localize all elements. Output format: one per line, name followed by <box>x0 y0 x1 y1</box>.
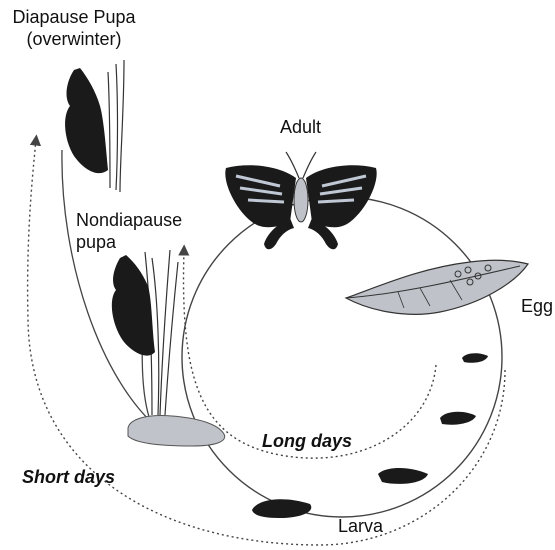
long-days-label: Long days <box>262 430 352 452</box>
nondiapause-pupa-icon <box>112 255 155 356</box>
nondiapause-pupa-label: Nondiapause pupa <box>76 209 182 253</box>
short-days-label: Short days <box>22 466 115 488</box>
larva-label: Larva <box>338 515 383 537</box>
prepupa-icon <box>128 416 225 447</box>
larva-instar-3 <box>378 468 428 484</box>
life-cycle-circle <box>182 197 502 517</box>
larva-instar-1 <box>462 353 488 363</box>
diapause-pupa-label: Diapause Pupa (overwinter) <box>4 6 144 50</box>
adult-label: Adult <box>280 116 321 138</box>
larva-instar-4 <box>252 499 311 518</box>
egg-label: Egg <box>521 295 553 317</box>
adult-butterfly-icon <box>225 152 376 249</box>
egg-leaf-icon <box>346 260 528 314</box>
larva-instar-2 <box>440 412 476 425</box>
diapause-pupa-icon <box>65 68 108 173</box>
nondiapause-label-line2: pupa <box>76 231 182 253</box>
diapause-label-line2: (overwinter) <box>4 28 144 50</box>
diapause-label-line1: Diapause Pupa <box>4 6 144 28</box>
nondiapause-label-line1: Nondiapause <box>76 209 182 231</box>
